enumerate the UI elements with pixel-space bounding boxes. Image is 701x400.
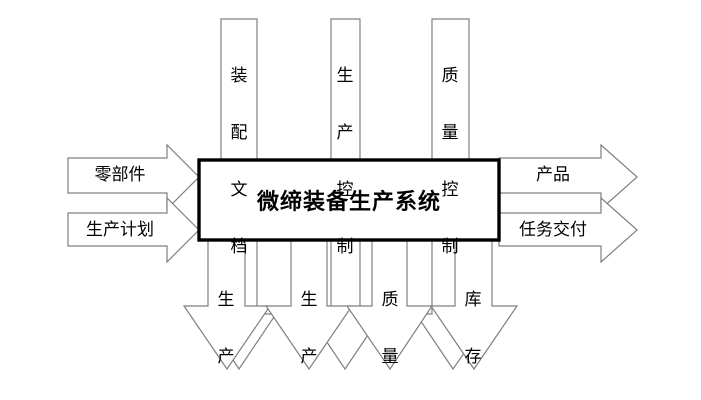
report-arrow-production-status[interactable] xyxy=(182,239,272,371)
input-arrow-production-plan[interactable] xyxy=(67,196,200,264)
report-arrow-inventory-report[interactable] xyxy=(429,239,519,371)
output-arrow-task-delivery[interactable] xyxy=(498,196,638,264)
report-arrow-quality-report[interactable] xyxy=(345,239,434,371)
output-arrow-product[interactable] xyxy=(498,143,638,211)
report-arrow-production-report[interactable] xyxy=(264,239,354,371)
input-arrow-parts[interactable] xyxy=(67,143,200,211)
core-system-box[interactable] xyxy=(197,158,501,242)
